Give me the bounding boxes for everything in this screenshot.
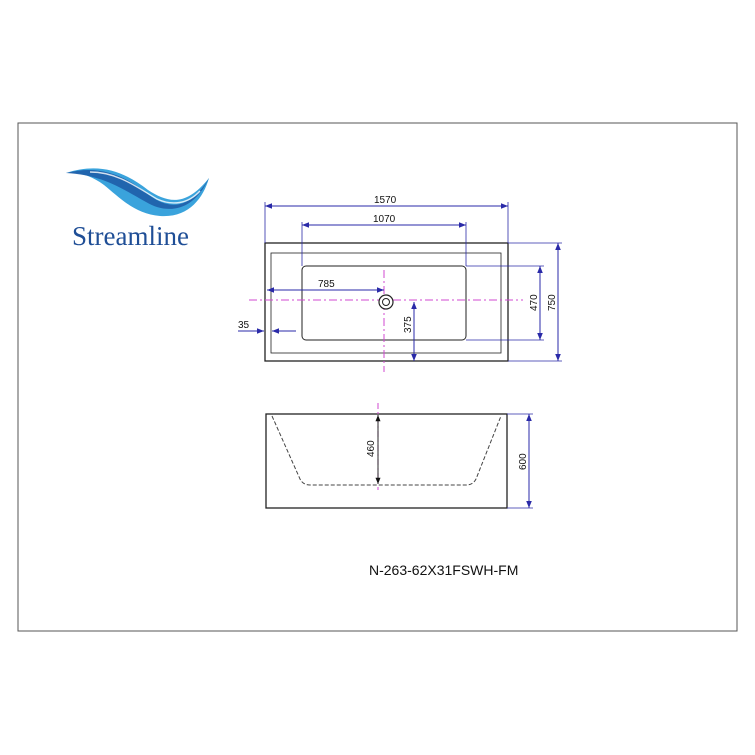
tub-side-outline: [265, 413, 508, 509]
brand-name: Streamline: [72, 221, 189, 251]
dim-label-drain-offset: 785: [318, 279, 335, 290]
dim-label-overall-length: 1570: [374, 195, 397, 206]
wave-accent-icon: [66, 169, 209, 209]
drain-inner-icon: [382, 298, 390, 306]
tub-rim-outline: [270, 252, 502, 354]
plan-view: 1570 1070 785 35 375 470 750: [238, 195, 562, 372]
wave-highlight-icon: [89, 171, 201, 204]
side-view: 460 600: [265, 403, 533, 509]
dim-label-rim-offset: 35: [238, 320, 250, 331]
tub-outer-outline: [264, 242, 509, 362]
tub-side-basin-hidden-line: [271, 415, 502, 486]
dim-label-overall-width: 750: [547, 294, 558, 311]
dim-label-overall-height: 600: [518, 453, 529, 470]
dim-label-drain-to-edge: 375: [403, 316, 414, 333]
dim-label-inner-length: 1070: [373, 214, 396, 225]
dim-label-inner-depth: 460: [366, 440, 377, 457]
model-number: N-263-62X31FSWH-FM: [369, 562, 518, 578]
streamline-logo: Streamline: [66, 168, 209, 251]
dim-label-inner-width: 470: [529, 294, 540, 311]
drain-icon: [378, 294, 394, 310]
sheet-frame: [17, 122, 738, 632]
